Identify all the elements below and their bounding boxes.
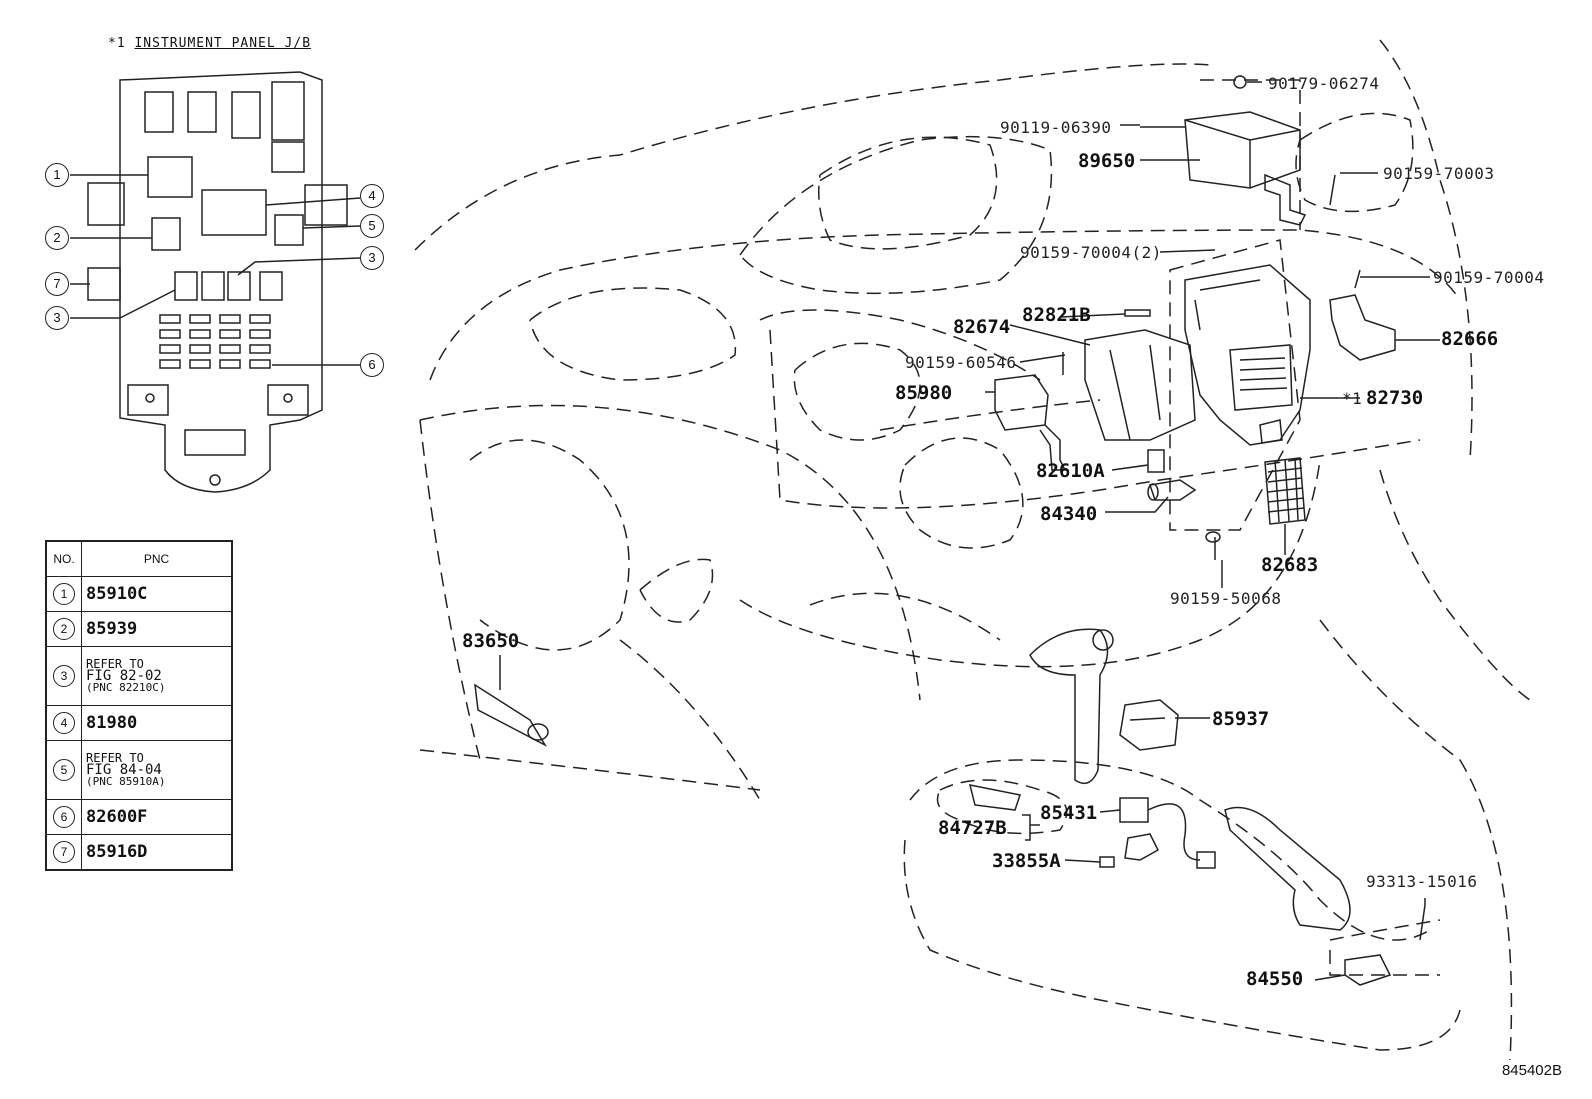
ref-line-3: (PNC 82210C) [86, 681, 166, 694]
part-82674-drawing [1084, 309, 1196, 441]
ref-line-1: REFER TO [86, 751, 144, 765]
part-label-82821B[interactable]: 82821B [1022, 304, 1091, 326]
part-label-84340[interactable]: 84340 [1040, 503, 1098, 525]
part-label-83650[interactable]: 83650 [462, 630, 520, 652]
ref-line-3: (PNC 85910A) [86, 775, 166, 788]
row-pnc: 85916D [81, 834, 233, 871]
row-number: 6 [53, 806, 75, 828]
row-pnc: 85910C [81, 576, 233, 612]
junction-block-drawing [70, 71, 361, 493]
table-row: 3 REFER TO FIG 82-02 (PNC 82210C) [45, 646, 233, 706]
title-prefix: *1 [108, 36, 126, 51]
part-label-82683[interactable]: 82683 [1261, 554, 1319, 576]
header-no: NO. [45, 540, 82, 577]
callout-6: 6 [360, 353, 384, 377]
row-number: 4 [53, 712, 75, 734]
table-header-row: NO. PNC [45, 540, 233, 577]
callout-1: 1 [45, 163, 69, 187]
part-89650-drawing [1120, 75, 1336, 226]
callout-5: 5 [360, 214, 384, 238]
part-label-90159-70004[interactable]: 90159-70004 [1433, 268, 1545, 287]
part-label-84550[interactable]: 84550 [1246, 968, 1304, 990]
part-83650-drawing [474, 683, 549, 747]
part-label-90159-70004-2[interactable]: 90159-70004(2) [1020, 243, 1162, 262]
row-number: 5 [53, 759, 75, 781]
callout-7: 7 [45, 272, 69, 296]
row-number: 7 [53, 841, 75, 863]
part-label-82674[interactable]: 82674 [953, 316, 1011, 338]
part-label-85980[interactable]: 85980 [895, 382, 953, 404]
ref-line-2: FIG 82-02 [86, 668, 162, 684]
ref-line-2: FIG 84-04 [86, 762, 162, 778]
part-82666-drawing [1329, 269, 1396, 361]
callout-3-right: 3 [360, 246, 384, 270]
parking-brake-drawing [1224, 806, 1351, 931]
table-row: 7 85916D [45, 834, 233, 871]
header-pnc: PNC [81, 540, 233, 577]
part-label-90159-60546[interactable]: 90159-60546 [905, 353, 1017, 372]
dashboard-outline [414, 39, 1531, 1061]
row-number: 1 [53, 583, 75, 605]
table-row: 5 REFER TO FIG 84-04 (PNC 85910A) [45, 740, 233, 800]
diagram-code: 845402B [1501, 1062, 1562, 1079]
table-row: 2 85939 [45, 611, 233, 647]
part-label-89650[interactable]: 89650 [1078, 150, 1136, 172]
row-reference: REFER TO FIG 84-04 (PNC 85910A) [81, 740, 233, 800]
shift-lever-drawing [1029, 628, 1114, 785]
part-label-82730[interactable]: 82730 [1366, 387, 1424, 409]
table-row: 4 81980 [45, 705, 233, 741]
part-82610A-drawing [1147, 449, 1197, 501]
callout-4: 4 [360, 184, 384, 208]
row-pnc: 85939 [81, 611, 233, 647]
callout-3-left: 3 [45, 306, 69, 330]
part-label-90179-06274[interactable]: 90179-06274 [1268, 74, 1380, 93]
part-label-84727B[interactable]: 84727B [938, 817, 1007, 839]
part-label-82730-prefix: *1 [1342, 389, 1363, 408]
part-label-93313-15016[interactable]: 93313-15016 [1366, 872, 1478, 891]
table-row: 6 82600F [45, 799, 233, 835]
ref-line-1: REFER TO [86, 657, 144, 671]
part-82730-drawing [1184, 264, 1311, 446]
center-console-outline [903, 759, 1461, 1051]
title-text: INSTRUMENT PANEL J/B [134, 36, 312, 51]
row-pnc: 82600F [81, 799, 233, 835]
part-label-90159-50068[interactable]: 90159-50068 [1170, 589, 1282, 608]
part-label-90119-06390[interactable]: 90119-06390 [1000, 118, 1112, 137]
part-label-82610A[interactable]: 82610A [1036, 460, 1105, 482]
row-number: 2 [53, 618, 75, 640]
part-label-90159-70003[interactable]: 90159-70003 [1383, 164, 1495, 183]
part-label-33855A[interactable]: 33855A [992, 850, 1061, 872]
row-reference: REFER TO FIG 82-02 (PNC 82210C) [81, 646, 233, 706]
callout-2: 2 [45, 226, 69, 250]
table-row: 1 85910C [45, 576, 233, 612]
pnc-table: NO. PNC 1 85910C 2 85939 3 REFER TO FIG … [45, 540, 233, 871]
part-85937-drawing [1119, 699, 1179, 751]
part-label-85431[interactable]: 85431 [1040, 802, 1098, 824]
part-82683-drawing [1205, 457, 1306, 560]
leader-lines [499, 81, 1440, 981]
part-label-82666[interactable]: 82666 [1441, 328, 1499, 350]
part-label-85937[interactable]: 85937 [1212, 708, 1270, 730]
diagram-title: *1 INSTRUMENT PANEL J/B [108, 36, 311, 51]
row-pnc: 81980 [81, 705, 233, 741]
part-84550-drawing [1344, 904, 1426, 986]
row-number: 3 [53, 665, 75, 687]
